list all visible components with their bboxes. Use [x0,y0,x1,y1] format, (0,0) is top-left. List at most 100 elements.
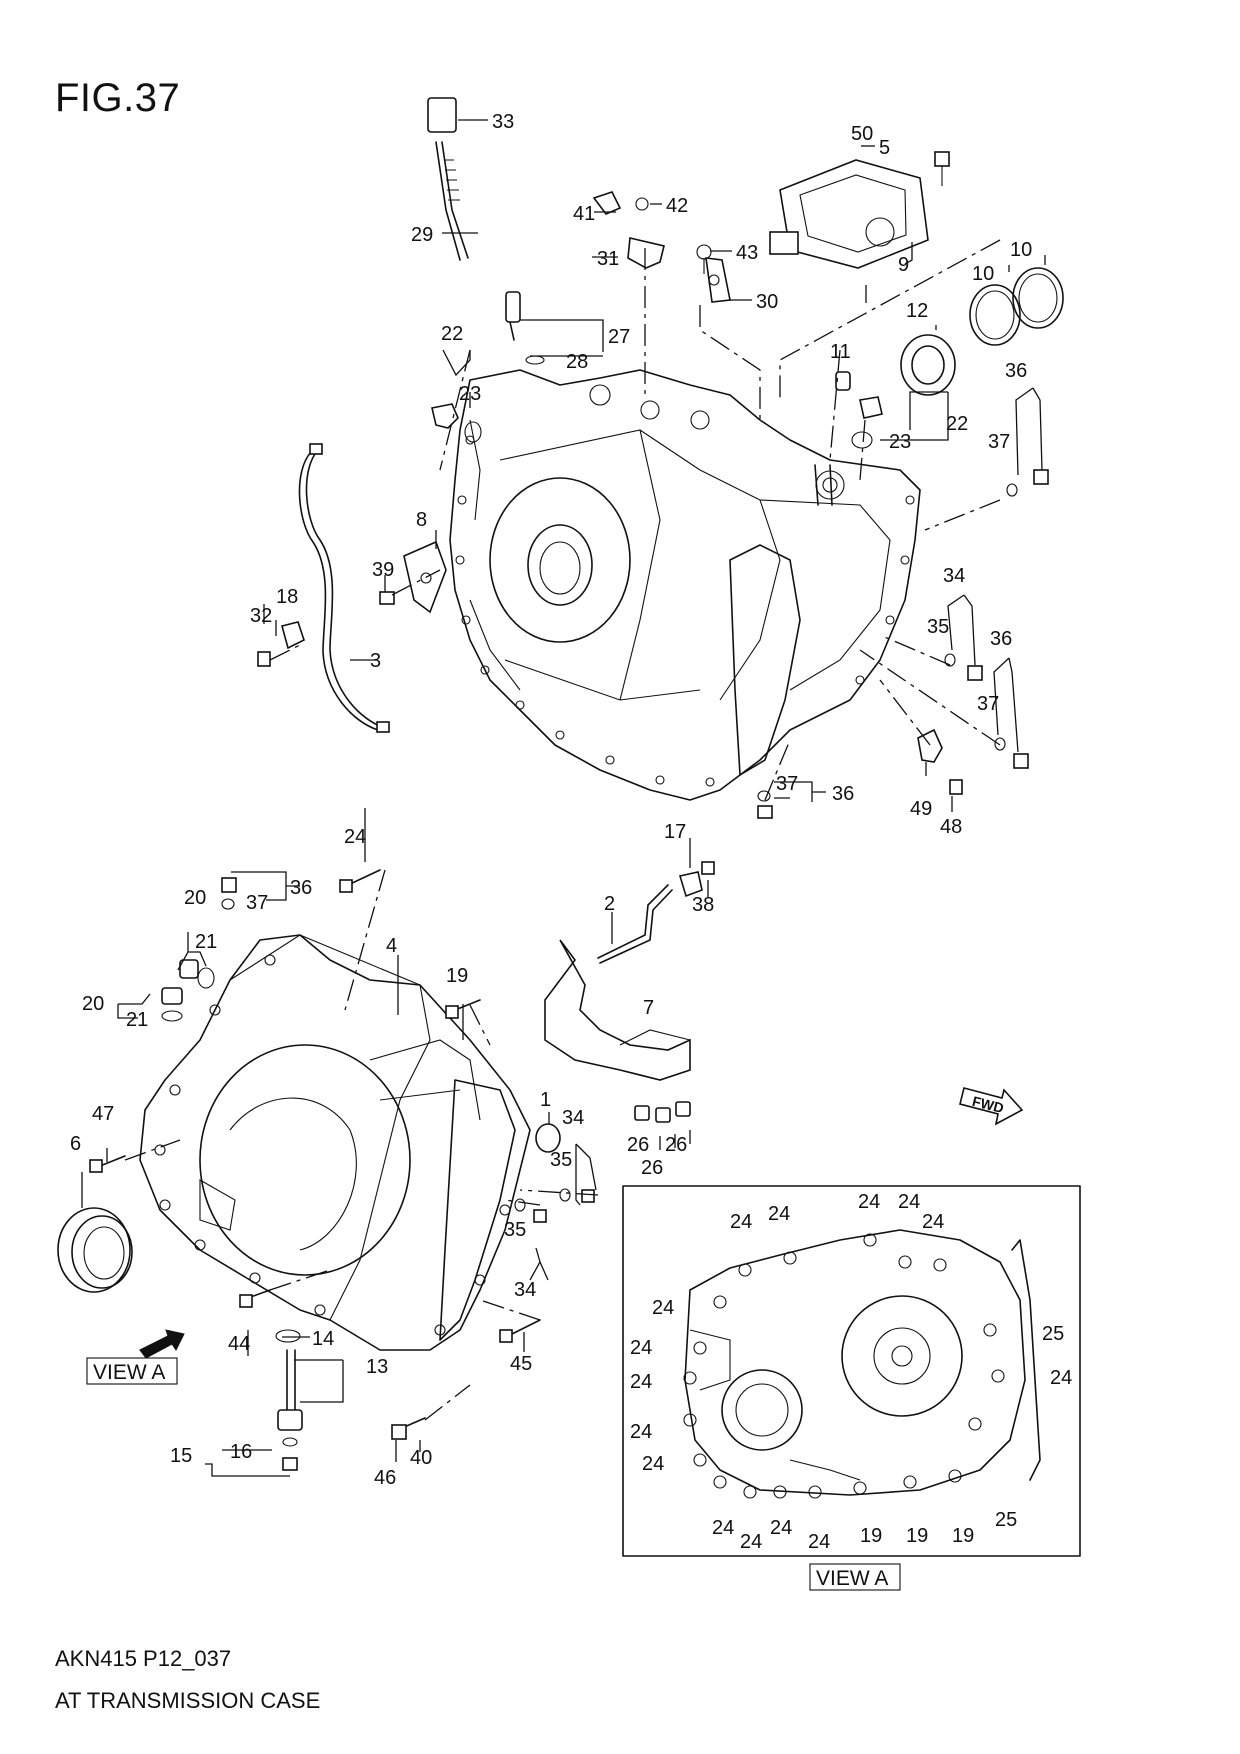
callout-19-v1: 19 [860,1525,882,1547]
callout-24-top: 24 [344,826,366,848]
oil-seal [57,1207,133,1293]
callout-8: 8 [416,509,427,531]
callout-36-low: 36 [832,783,854,805]
view-a-label-inset: VIEW A [809,1563,901,1591]
callout-29: 29 [411,224,433,246]
view-a-inset [622,1185,1081,1557]
callout-26-a: 26 [627,1134,649,1156]
callout-19-v2: 19 [906,1525,928,1547]
callout-27: 27 [608,326,630,348]
callout-25-v1: 25 [1042,1323,1064,1345]
callout-36-lower: 36 [290,877,312,899]
view-a-arrow [139,1329,185,1359]
callout-23-left: 23 [459,383,481,405]
callout-labels: 33 29 27 28 31 41 42 43 30 50 5 9 10 10 … [70,111,1072,1553]
dipstick-assembly [427,97,545,365]
callout-26-b: 26 [641,1157,663,1179]
converter-housing-drawing [139,934,531,1351]
callout-30: 30 [756,291,778,313]
callout-24-v3: 24 [858,1191,880,1213]
transmission-case-drawing [449,369,921,801]
callout-20-a: 20 [184,887,206,909]
callout-36-mid: 36 [990,628,1012,650]
callout-34-upper: 34 [943,565,965,587]
callout-45: 45 [510,1353,532,1375]
callout-24-v10: 24 [642,1453,664,1475]
callout-41: 41 [573,203,595,225]
callout-47: 47 [92,1103,114,1125]
leader-lines [81,119,1046,1477]
callout-12: 12 [906,300,928,322]
callout-14: 14 [312,1328,334,1350]
callout-44: 44 [228,1333,250,1355]
callout-24-v7: 24 [630,1337,652,1359]
callout-24-v15: 24 [1050,1367,1072,1389]
view-a-text-left: VIEW A [93,1361,165,1384]
upper-left-fasteners [257,403,482,667]
callout-43: 43 [736,242,758,264]
baffle-plate [544,939,691,1081]
callout-24-v14: 24 [808,1531,830,1553]
callout-7: 7 [643,997,654,1019]
callout-35-upper: 35 [927,616,949,638]
callout-10a: 10 [972,263,994,285]
callout-32: 32 [250,605,272,627]
callout-24-v4: 24 [898,1191,920,1213]
callout-18: 18 [276,586,298,608]
callout-24-v11: 24 [712,1517,734,1539]
callout-39: 39 [372,559,394,581]
callout-24-v12: 24 [740,1531,762,1553]
callout-24-v2: 24 [768,1203,790,1225]
callout-35-lower: 35 [550,1149,572,1171]
callout-37-lower: 37 [246,892,268,914]
callout-31: 31 [597,248,619,270]
callout-24-v1: 24 [730,1211,752,1233]
callout-37-low: 37 [776,773,798,795]
callout-19-lower: 19 [446,965,468,987]
callout-34-bottom: 34 [514,1279,536,1301]
callout-24-v6: 24 [652,1297,674,1319]
callout-50: 50 [851,123,873,145]
callout-19-v3: 19 [952,1525,974,1547]
callout-48: 48 [940,816,962,838]
callout-25-v2: 25 [995,1509,1017,1531]
view-a-label-left: VIEW A [86,1357,178,1385]
callout-16: 16 [230,1441,252,1463]
breather-hose [298,443,390,733]
callout-1: 1 [540,1089,551,1111]
figure-title: FIG.37 [55,76,181,120]
callout-21-a: 21 [195,931,217,953]
callout-21-b: 21 [126,1009,148,1031]
callout-17: 17 [664,821,686,843]
callout-2: 2 [604,893,615,915]
callout-5: 5 [879,137,890,159]
callout-22-right: 22 [946,413,968,435]
callout-37-top: 37 [988,431,1010,453]
callout-38: 38 [692,894,714,916]
callout-3: 3 [370,650,381,672]
callout-13: 13 [366,1356,388,1378]
callout-24-v9: 24 [630,1421,652,1443]
callout-15: 15 [170,1445,192,1467]
callout-35-bottom: 35 [504,1219,526,1241]
figure-caption: AT TRANSMISSION CASE [55,1688,321,1713]
callout-4: 4 [386,935,397,957]
callout-9: 9 [898,254,909,276]
callout-24-v13: 24 [770,1517,792,1539]
callout-20-b: 20 [82,993,104,1015]
callout-11: 11 [830,341,851,363]
lower-fasteners [89,869,595,1471]
magnets [634,1101,691,1123]
assembly-lines [124,239,1001,1421]
callout-40: 40 [410,1447,432,1469]
upper-right-parts [592,151,1064,449]
callout-6: 6 [70,1133,81,1155]
callout-33: 33 [492,111,514,133]
callout-23-right: 23 [889,431,911,453]
figure-code: AKN415 P12_037 [55,1646,232,1671]
callout-37-mid: 37 [977,693,999,715]
view-a-text-inset: VIEW A [816,1567,888,1590]
fwd-label: FWD [971,1093,1006,1116]
oil-pipe [597,861,715,964]
